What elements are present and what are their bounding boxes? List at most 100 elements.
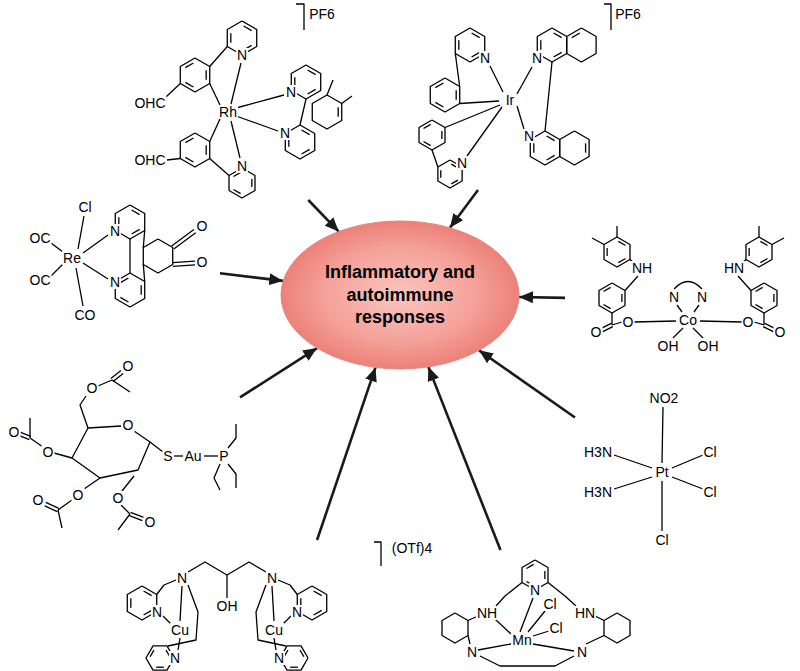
bond-line — [185, 157, 193, 162]
bond-line — [278, 580, 297, 595]
bond-line — [118, 514, 130, 530]
molecule-drawing — [430, 550, 640, 671]
atom-label: OC — [29, 273, 52, 287]
bond-line — [143, 231, 144, 248]
structure-bonds — [442, 560, 630, 666]
atom-label: Rh — [218, 105, 238, 119]
bond-line — [496, 583, 522, 607]
bond-line — [700, 321, 742, 322]
bond-line — [567, 28, 596, 62]
bond-line — [157, 580, 176, 595]
atom-label: O — [86, 381, 99, 395]
atom-label: O — [590, 325, 603, 339]
bond-line — [141, 285, 142, 294]
bond-line — [611, 313, 612, 325]
bond-line — [763, 313, 764, 325]
bond-line — [603, 327, 613, 332]
atom-label: Re — [62, 251, 82, 265]
bond-line — [185, 82, 193, 87]
bond-line — [150, 442, 163, 452]
structure-bonds — [127, 542, 381, 670]
bond-line — [206, 70, 207, 79]
chelate-arc — [674, 282, 702, 290]
bond-line — [758, 226, 759, 237]
atom-label: O — [42, 445, 55, 459]
bond-line — [174, 232, 196, 249]
atom-label: Cu — [170, 623, 190, 637]
atom-label: Mn — [511, 633, 532, 647]
bond-line — [120, 297, 128, 302]
bond-line — [312, 95, 341, 129]
bond-line — [314, 591, 322, 596]
cobalt-complex: NHHNNNOOCoOOOHOH — [565, 222, 795, 355]
atom-label: NH — [631, 261, 653, 275]
arrow-connector — [317, 367, 375, 540]
bond-line — [236, 95, 284, 108]
bond-line — [84, 478, 100, 489]
bond-line — [210, 84, 220, 106]
bond-line — [113, 373, 123, 381]
bond-line — [751, 283, 777, 313]
bond-line — [236, 116, 278, 131]
bond-line — [122, 476, 134, 491]
bond-line — [150, 650, 154, 657]
bond-line — [756, 287, 763, 291]
bond-line — [338, 107, 339, 116]
atom-label: N — [109, 275, 121, 289]
atom-label: N — [529, 583, 541, 597]
atom-label: N — [176, 571, 188, 585]
bond-line — [374, 542, 381, 566]
bond-line — [76, 268, 83, 306]
bond-line — [51, 264, 63, 276]
bond-line — [604, 304, 611, 308]
bond-line — [604, 287, 611, 291]
platinum-complex: NO2H3NClPtH3NClCl — [575, 385, 725, 550]
bond-line — [490, 66, 503, 92]
atom-label: Cu — [264, 623, 284, 637]
bond-line — [442, 613, 468, 643]
bond-line — [188, 562, 227, 575]
bond-line — [592, 238, 604, 245]
bond-line — [554, 33, 562, 38]
rhenium-complex: ClOOCNReONOCCO — [20, 195, 220, 325]
bond-line — [180, 133, 209, 167]
structure-bonds — [419, 4, 611, 188]
atom-label: O — [72, 488, 85, 502]
atom-label: Cl — [77, 200, 92, 214]
bond-line — [424, 141, 431, 145]
bond-line — [554, 52, 562, 57]
bond-line — [693, 328, 703, 338]
atom-label: N — [523, 129, 535, 143]
atom-label: OC — [29, 231, 52, 245]
atom-label: N — [285, 85, 297, 99]
bond-line — [230, 33, 231, 42]
molecule-drawing — [575, 385, 725, 550]
bond-line — [204, 455, 218, 456]
bond-line — [44, 506, 57, 512]
bond-line — [618, 241, 625, 245]
bond-line — [773, 294, 774, 302]
bond-line — [111, 371, 121, 379]
bond-line — [308, 70, 316, 75]
bond-line — [748, 248, 749, 256]
atom-label: N — [696, 290, 708, 304]
bond-line — [180, 586, 182, 621]
bond-line — [533, 644, 574, 651]
structure-bonds — [51, 205, 196, 307]
bond-line — [694, 305, 699, 312]
bond-line — [58, 500, 72, 510]
atom-label: O — [122, 418, 135, 432]
atom-label: N — [668, 290, 680, 304]
arrow-connector — [308, 200, 338, 232]
structure-bonds — [19, 371, 236, 530]
bond-line — [112, 380, 130, 392]
response-label: Inflammatory and autoimmune responses — [305, 261, 495, 329]
bond-line — [672, 477, 703, 489]
bond-line — [517, 67, 532, 94]
bond-line — [185, 138, 193, 143]
atom-label: O — [32, 493, 45, 507]
bond-line — [618, 258, 625, 262]
bond-line — [472, 33, 480, 38]
bond-line — [272, 586, 274, 621]
bond-line — [167, 159, 180, 161]
